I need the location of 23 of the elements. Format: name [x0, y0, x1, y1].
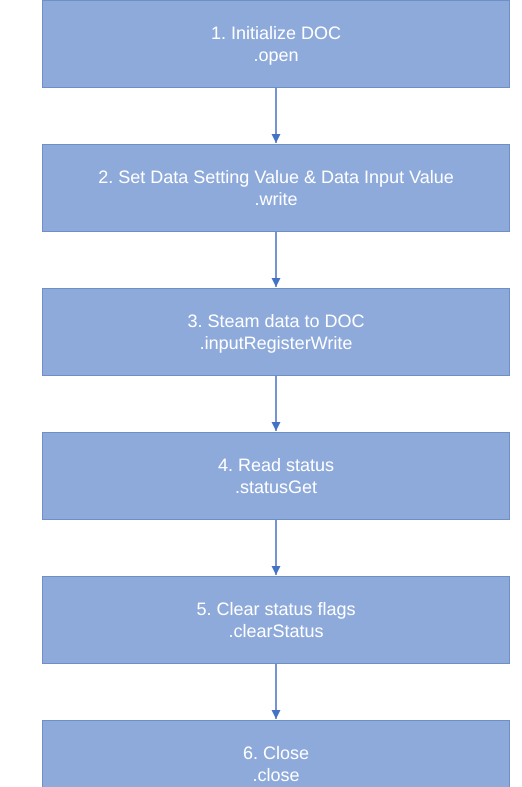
process-box: [42, 432, 510, 520]
process-box: [42, 144, 510, 232]
arrow: [272, 520, 280, 575]
process-box: [42, 720, 510, 787]
step-title: 4. Read status: [218, 454, 334, 476]
step-title: 6. Close: [242, 742, 310, 764]
process-box: [42, 288, 510, 376]
arrow: [272, 232, 280, 287]
step-title: 5. Clear status flags: [196, 598, 356, 620]
step-title: 2. Set Data Setting Value & Data Input Value: [98, 166, 454, 188]
step-title: 3. Steam data to DOC: [187, 310, 365, 332]
method-name: .inputRegisterWrite: [200, 332, 352, 354]
arrow: [272, 376, 280, 431]
method-name: .close: [252, 764, 300, 786]
arrow: [272, 664, 280, 719]
arrow: [272, 88, 280, 143]
method-name: .write: [254, 188, 298, 210]
step-title: 1. Initialize DOC: [210, 22, 342, 44]
method-name: .clearStatus: [228, 620, 324, 642]
method-name: .statusGet: [234, 476, 318, 498]
process-box: [42, 576, 510, 664]
process-box: [42, 0, 510, 88]
method-name: .open: [253, 44, 299, 66]
